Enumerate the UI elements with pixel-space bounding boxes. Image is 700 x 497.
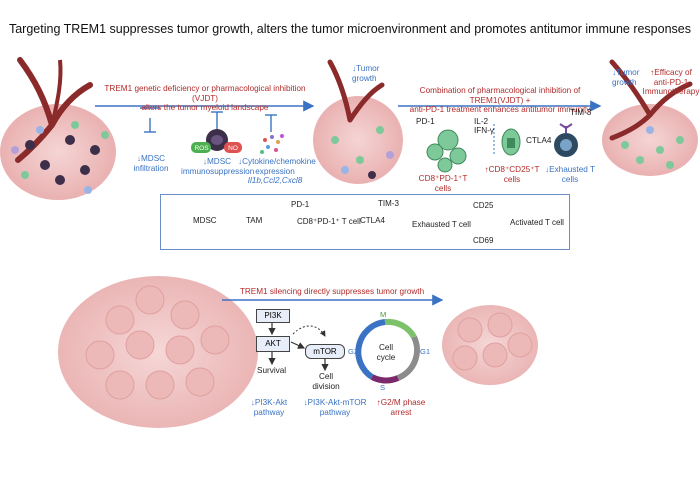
cytokine-text: ↓Cytokine/chemokine expression Il1b,Ccl2…	[238, 157, 316, 186]
tumor-growth-right: ↓Tumor growth	[612, 68, 640, 87]
cytokine-line2: expression	[255, 166, 295, 176]
phase-g2-label: G2	[348, 347, 359, 356]
mdsc-immunosuppression-text: ↓MDSC immunosuppression	[181, 157, 255, 176]
cell-division-text: Cell division	[312, 372, 340, 391]
ros-label: ROS	[194, 145, 209, 152]
legend-cd8-pd1-label: CD8⁺PD-1⁺ T cell	[297, 217, 361, 226]
efficacy-text: ↑Efficacy of anti-PD-1 Immunotherapy	[642, 68, 700, 97]
efficacy-line1: ↑Efficacy of	[650, 68, 692, 77]
il2-label: IL-2	[474, 117, 489, 126]
phase-m-label: M	[380, 310, 387, 319]
legend-pd1-label: PD-1	[291, 200, 310, 209]
pd1-label: PD-1	[416, 117, 435, 126]
arrow1-label-line1: TREM1 genetic deficiency or pharmacologi…	[104, 84, 306, 103]
no-pill	[224, 142, 242, 153]
cytokine-genes: Il1b,Ccl2,Cxcl8	[247, 176, 303, 185]
cell-cycle-text: Cell cycle	[376, 343, 396, 362]
cell-cycle-ring	[355, 318, 420, 384]
pi3k-akt-mtor-pathway-text: ↓PI3K-Akt-mTOR pathway	[303, 398, 367, 417]
cd8-pd1-cluster-icon	[426, 129, 467, 173]
legend-mdsc-label: MDSC	[193, 216, 217, 225]
legend-exhausted-label: Exhausted T cell	[412, 220, 471, 229]
ctla4-label: CTLA4	[526, 136, 552, 145]
survival-text: Survival	[257, 366, 287, 375]
exhausted-cells-text: ↓Exhausted T cells	[545, 165, 595, 184]
ifng-label: IFN-γ	[474, 126, 495, 135]
arrow2-label-line1: Combination of pharmacological inhibitio…	[419, 86, 581, 105]
efficacy-line3: Immunotherapy	[642, 87, 700, 96]
tumor-bottom-small	[442, 305, 538, 385]
arrow2-label: Combination of pharmacological inhibitio…	[400, 86, 600, 115]
tumor-bottom-large	[58, 276, 258, 428]
g2m-arrest-text: ↑G2/M phase arrest	[376, 398, 426, 417]
efficacy-line2: anti-PD-1	[653, 77, 689, 87]
phase-s-label: S	[380, 383, 386, 392]
exhausted-t-cell-icon	[554, 123, 578, 157]
mdsc-immunosuppression-icon	[206, 111, 228, 151]
mdsc-infiltration-icon	[140, 107, 160, 133]
cd8-pd1-cells-text: CD8⁺PD-1⁺T cells	[418, 174, 468, 193]
mtor-box: mTOR	[305, 344, 345, 359]
legend-box	[160, 194, 570, 250]
legend-activated-label: Activated T cell	[510, 218, 564, 227]
cd8-cd25-cells-text: ↑CD8⁺CD25⁺T cells	[484, 165, 540, 184]
mdsc-infiltration-text: ↓MDSC infiltration	[133, 154, 169, 173]
silencing-label: TREM1 silencing directly suppresses tumo…	[239, 287, 425, 296]
tumor-middle	[313, 59, 403, 184]
phase-g1-label: G1	[420, 347, 431, 356]
cytokine-line1: ↓Cytokine/chemokine	[238, 157, 316, 166]
akt-box: AKT	[256, 336, 290, 352]
figure-title: Targeting TREM1 suppresses tumor growth,…	[8, 22, 691, 36]
cd8-cd25-cell-icon	[493, 124, 521, 156]
ros-pill	[191, 142, 211, 153]
tumor-right	[602, 59, 698, 176]
tim3-label: TIM-3	[570, 108, 592, 117]
pi3k-box: PI3K	[256, 309, 290, 323]
legend-cd69-label: CD69	[473, 236, 494, 245]
legend-cd25-label: CD25	[473, 201, 494, 210]
arrow1-label-line2: alters the tumor myeloid landscape	[141, 103, 269, 112]
pi3k-akt-pathway-text: ↓PI3K-Akt pathway	[250, 398, 288, 417]
cytokine-icon	[260, 114, 284, 154]
arrow2-label-line2: anti-PD-1 treatment enhances antitumor i…	[409, 105, 591, 114]
no-label: NO	[228, 145, 238, 152]
legend-tam-label: TAM	[246, 216, 263, 225]
legend-tim3-label: TIM-3	[378, 199, 399, 208]
legend-ctla4-label: CTLA4	[360, 216, 385, 225]
arrow1-label: TREM1 genetic deficiency or pharmacologi…	[98, 84, 312, 113]
tumor-growth-middle: ↓Tumor growth	[352, 64, 380, 83]
tumor-large-left	[0, 57, 116, 200]
